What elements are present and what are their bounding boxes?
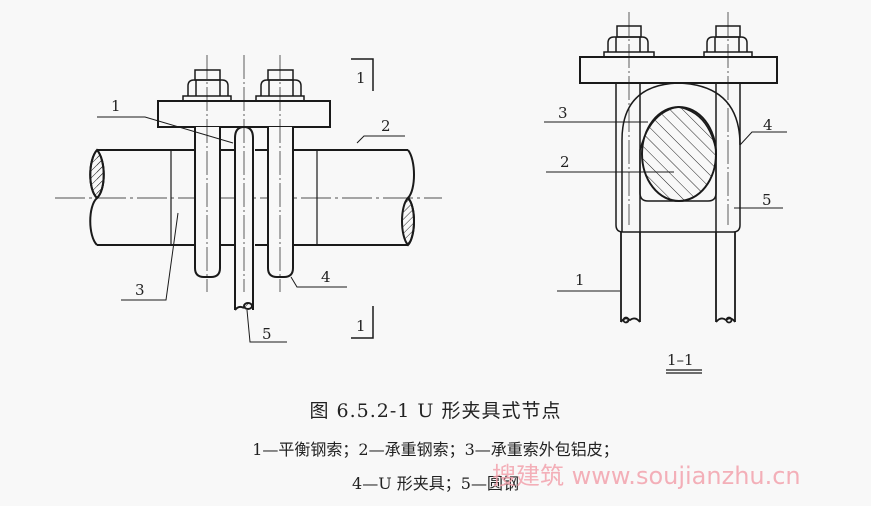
section-legs (620, 232, 736, 324)
front-callout-5: 5 (262, 325, 272, 343)
section-leaders (544, 121, 787, 292)
section-marker-top (351, 58, 374, 91)
section-bearing-cable (641, 106, 717, 202)
figure-legend-line-2: 4—U 形夹具；5—圆钢 (352, 474, 519, 493)
section-callout-5: 5 (762, 191, 772, 209)
front-callout-1: 1 (111, 97, 121, 115)
section-callout-3: 3 (558, 104, 568, 122)
front-callout-3: 3 (135, 281, 145, 299)
front-leaders (97, 116, 405, 343)
section-callout-2: 2 (560, 153, 570, 171)
figure-legend-line-1: 1—平衡钢索；2—承重钢索；3—承重索外包铝皮； (252, 440, 619, 459)
section-view-label: 1–1 (667, 351, 694, 369)
front-callout-4: 4 (321, 268, 331, 286)
section-view (544, 12, 787, 374)
section-u-clamp (615, 83, 741, 233)
section-center-lines (628, 12, 729, 225)
aluminum-sleeve (170, 150, 318, 245)
front-view (55, 55, 442, 343)
watermark: 搜建筑 www.soujianzhu.cn (492, 462, 801, 490)
bolt-center-lines (206, 55, 281, 292)
section-clamp-plate (579, 56, 778, 84)
section-marker-bottom (351, 306, 374, 339)
u-clamp-legs (194, 127, 294, 278)
section-marker-top-label: 1 (356, 69, 366, 87)
section-callout-1: 1 (575, 271, 585, 289)
figure-title: 图 6.5.2-1 U 形夹具式节点 (309, 400, 562, 422)
section-marker-bottom-label: 1 (356, 317, 366, 335)
front-callout-2: 2 (381, 117, 391, 135)
section-u-clamp-arch (621, 82, 741, 232)
section-callout-4: 4 (763, 116, 773, 134)
